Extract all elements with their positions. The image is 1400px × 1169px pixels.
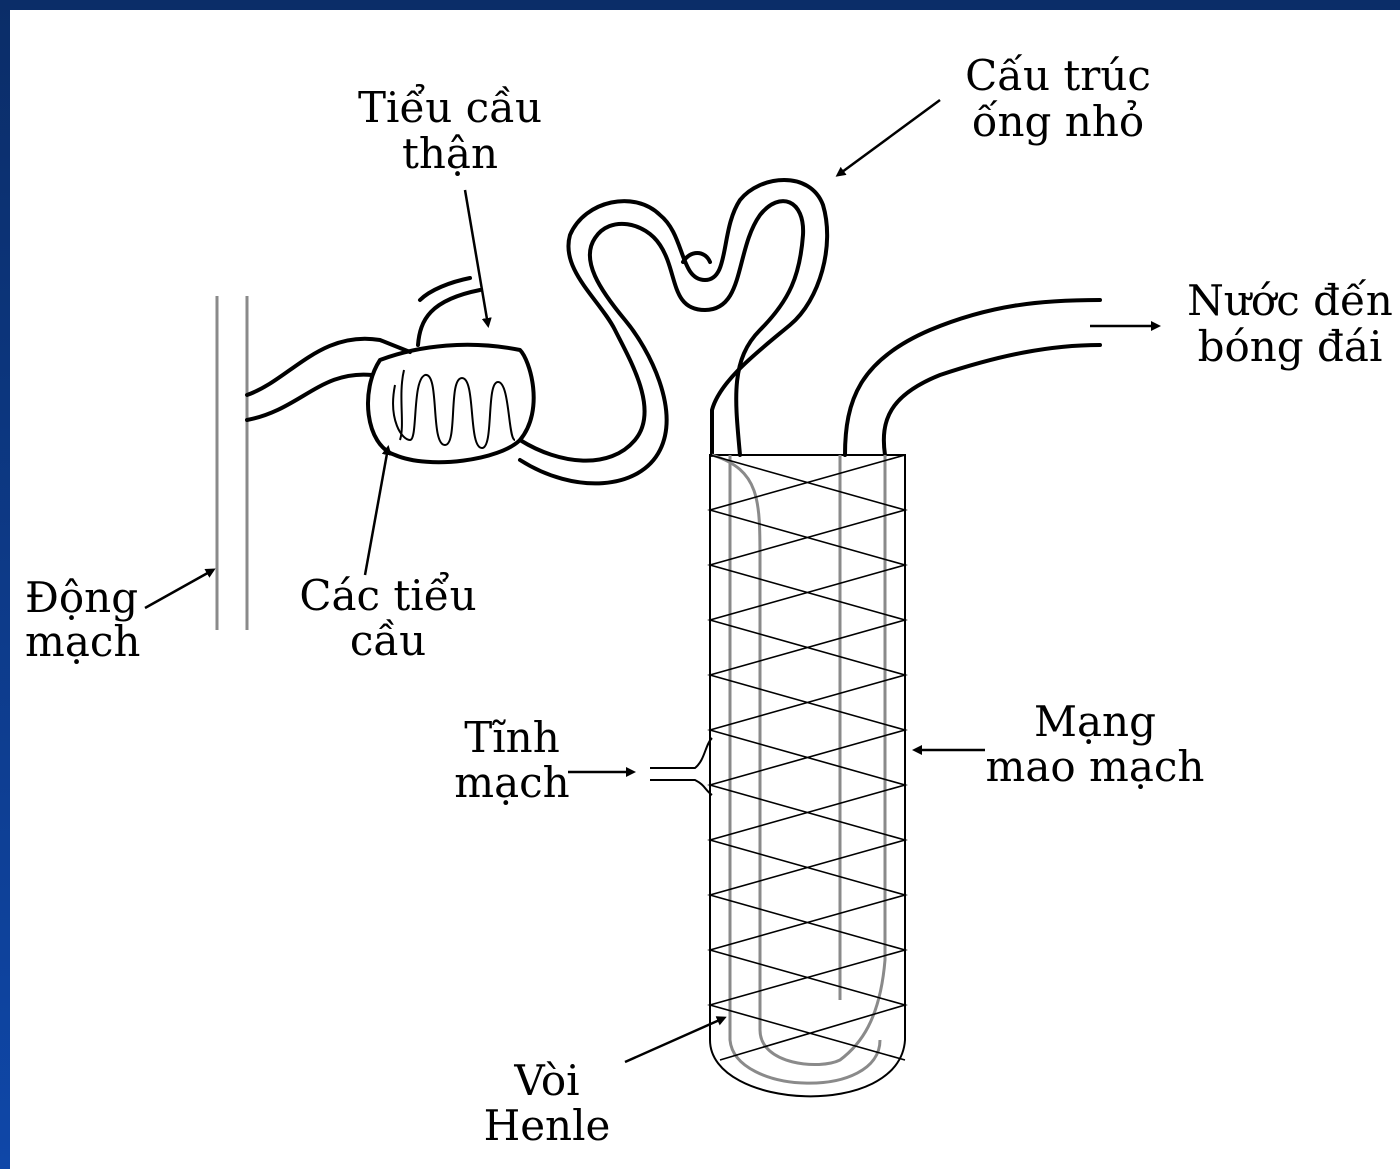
label-tieu-cau-than-1: Tiểu cầu	[358, 83, 542, 132]
label-mang-mao-mach-1: Mạng	[1034, 697, 1156, 746]
convoluted-tubule	[520, 180, 827, 483]
label-cac-tieu-cau-1: Các tiểu	[299, 571, 476, 620]
loop-of-henle	[650, 455, 905, 1096]
glomerulus	[368, 278, 534, 462]
pointer-arrows	[145, 100, 1158, 1062]
label-voi-henle-1: Vòi	[513, 1056, 579, 1105]
label-voi-henle-2: Henle	[484, 1101, 611, 1150]
label-nuoc-den-1: Nước đến	[1187, 276, 1393, 325]
label-dong-mach-2: mạch	[25, 617, 140, 666]
label-cac-tieu-cau-2: cầu	[350, 616, 426, 665]
collecting-duct	[845, 300, 1100, 455]
label-cau-truc-1: Cấu trúc	[965, 51, 1151, 100]
label-dong-mach-1: Động	[25, 573, 138, 622]
label-tinh-mach-1: Tĩnh	[464, 713, 560, 762]
label-tieu-cau-than-2: thận	[402, 129, 498, 178]
label-cau-truc-2: ống nhỏ	[972, 97, 1144, 146]
label-tinh-mach-2: mạch	[454, 758, 569, 807]
label-nuoc-den-2: bóng đái	[1198, 322, 1383, 371]
label-mang-mao-mach-2: mao mạch	[986, 742, 1205, 791]
